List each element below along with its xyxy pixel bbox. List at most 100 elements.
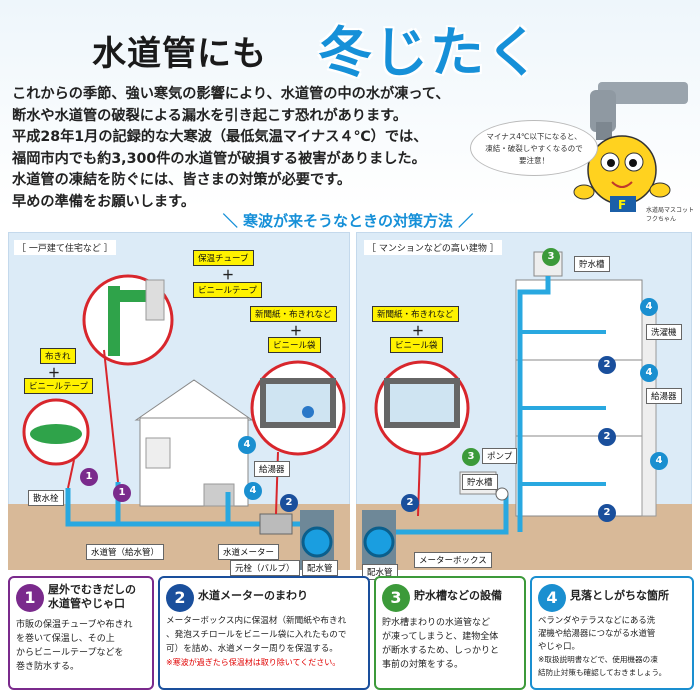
plus-icon: ＋: [412, 324, 425, 338]
snow-icon-3: 3: [542, 248, 560, 266]
card-title: 屋外でむきだしの 水道管やじゃ口: [48, 583, 136, 611]
snow-icon-2: 2: [401, 494, 419, 512]
intro-line: これからの季節、強い寒気の影響により、水道管の中の水が凍って、: [12, 86, 450, 102]
bubble-line: 要注意！: [519, 156, 549, 165]
card-body-line: からビニールテープなどを: [16, 648, 124, 658]
label-hose-tap: 散水栓: [28, 490, 64, 506]
snow-icon-4: 4: [640, 298, 658, 316]
bubble-line: 凍結・破裂しやすくなるので: [485, 144, 583, 153]
label-tank: 貯水槽: [462, 474, 498, 490]
building-illustration: [356, 251, 692, 570]
label-meter: 水道メーター: [218, 544, 280, 560]
card-title: 水道メーターのまわり: [198, 589, 308, 602]
snow-icon-1: 1: [80, 468, 98, 486]
card-body-line: 濯機や給湯器につながる水道管: [538, 628, 656, 638]
mascot-caption: 水道局マスコット フクちゃん: [646, 206, 700, 224]
caption-line: 水道局マスコット: [646, 207, 695, 214]
intro-line: 平成28年1月の記録的な大寒波（最低気温マイナス４℃）では、: [12, 129, 428, 146]
card-note: ※寒波が過ぎたら保温材は取り除いてください。: [166, 658, 341, 667]
card-body-line: 市販の保温チューブや布きれ: [16, 620, 133, 630]
plus-icon: ＋: [290, 324, 303, 338]
tag-newspaper: 新聞紙・布きれなど: [250, 306, 337, 322]
card-body-line: 巻き防水する。: [16, 662, 80, 672]
card-outdoor-pipes: 1 屋外でむきだしの 水道管やじゃ口 市販の保温チューブや布きれ を巻いて保温し…: [8, 576, 154, 690]
card-body: 市販の保温チューブや布きれ を巻いて保温し、その上 からビニールテープなどを 巻…: [16, 618, 132, 674]
card-body-line: 事前の対策をする。: [382, 660, 464, 670]
svg-text:F: F: [618, 198, 626, 212]
card-title-line: 屋外でむきだしの: [48, 583, 136, 596]
card-body: 貯水槽まわりの水道管など が凍ってしまうと、建物全体 が断水するため、しっかりと…: [382, 616, 499, 672]
snow-icon-2: 2: [598, 504, 616, 522]
card-body-line: ※取扱説明書などで、使用機器の凍: [538, 655, 658, 664]
card-body-line: が凍ってしまうと、建物全体: [382, 632, 499, 642]
intro-line: 断水や水道管の破裂による漏水を引き起こす恐れがあります。: [12, 107, 408, 124]
section-title: 寒波が来そうなときの対策方法: [242, 212, 453, 230]
label-washer: 洗濯機: [646, 324, 682, 340]
label-roof-tank: 貯水槽: [574, 256, 610, 272]
card-body: メーターボックス内に保温材（新聞紙や布きれ 、発泡スチロールをビニール袋に入れた…: [166, 614, 346, 670]
page-title: 水道管にも: [92, 34, 267, 74]
snow-icon-2: 2: [598, 356, 616, 374]
tag-newspaper-building: 新聞紙・布きれなど: [372, 306, 459, 322]
label-valve: 元栓（バルブ）: [230, 560, 300, 576]
tag-vinyl-tape: ビニールテープ: [193, 282, 262, 298]
intro-text: これからの季節、強い寒気の影響により、水道管の中の水が凍って、 断水や水道管の破…: [12, 84, 482, 214]
tag-cloth: 布きれ: [40, 348, 76, 364]
card-title-line: 水道管やじゃ口: [48, 597, 125, 610]
label-pipe: 水道管（給水管）: [86, 544, 165, 560]
label-main-pipe: 配水管: [302, 560, 338, 576]
tag-insulation-tube: 保温チューブ: [193, 250, 254, 266]
title-block: 水道管にも 冬じたく: [0, 8, 700, 84]
house-illustration: [8, 274, 350, 570]
bubble-line: マイナス4℃以下になると、: [486, 132, 582, 141]
intro-line: 福岡市内でも約3,300件の水道管が破損する被害がありました。: [12, 150, 426, 167]
card-body-line: 結防止対策も確認しておきましょう。: [538, 668, 667, 677]
snow-icon-4: 4: [244, 482, 262, 500]
tag-vinyl-bag: ビニール袋: [268, 337, 321, 353]
mascot-illustration: F: [573, 82, 688, 212]
label-meter-box: メーターボックス: [414, 552, 492, 568]
card-meter: 2 水道メーターのまわり メーターボックス内に保温材（新聞紙や布きれ 、発泡スチ…: [158, 576, 370, 690]
card-body-line: 、発泡スチロールをビニール袋に入れたもので: [166, 630, 347, 640]
card-body-line: が断水するため、しっかりと: [382, 646, 500, 656]
card-body-line: ベランダやテラスなどにある洗: [538, 615, 656, 625]
snow-icon-4: 4: [640, 364, 658, 382]
section-header: ＼ 寒波が来そうなときの対策方法 ／: [208, 210, 488, 236]
card-body-line: 可）を詰め、水道メーター周りを保温する。: [166, 644, 338, 654]
snow-icon-4: 4: [650, 452, 668, 470]
page-title-accent: 冬じたく: [318, 21, 542, 84]
label-water-heater: 給湯器: [254, 461, 290, 477]
badge-2: 2: [166, 584, 194, 612]
tag-vinyl-bag-building: ビニール袋: [390, 337, 443, 353]
panel-label-house: ［ 一戸建て住宅など ］: [14, 240, 116, 255]
card-body-line: やじゃ口。: [538, 641, 580, 651]
panel-label-building: ［ マンションなどの高い建物 ］: [364, 240, 502, 255]
plus-icon: ＋: [222, 268, 235, 282]
intro-line: 水道管の凍結を防ぐには、皆さまの対策が必要です。: [12, 172, 352, 189]
card-body-line: メーターボックス内に保温材（新聞紙や布きれ: [166, 616, 347, 626]
snow-icon-1: 1: [113, 484, 131, 502]
plus-icon: ＋: [48, 366, 61, 380]
snow-icon-2: 2: [598, 428, 616, 446]
snow-icon-4: 4: [238, 436, 256, 454]
card-tank: 3 貯水槽などの設備 貯水槽まわりの水道管など が凍ってしまうと、建物全体 が断…: [374, 576, 526, 690]
snow-icon-3: 3: [462, 448, 480, 466]
tag-vinyl-tape-2: ビニールテープ: [24, 378, 93, 394]
card-body-line: 貯水槽まわりの水道管など: [382, 618, 491, 628]
mascot-speech-bubble: マイナス4℃以下になると、 凍結・破裂しやすくなるので 要注意！: [470, 120, 598, 176]
card-title: 見落としがちな箇所: [570, 589, 669, 602]
badge-1: 1: [16, 584, 44, 612]
slash-left-icon: ＼: [222, 212, 243, 230]
card-body: ベランダやテラスなどにある洗 濯機や給湯器につながる水道管 やじゃ口。 ※取扱説…: [538, 614, 666, 679]
intro-line: 早めの準備をお願いします。: [12, 193, 196, 210]
card-overlooked: 4 見落としがちな箇所 ベランダやテラスなどにある洗 濯機や給湯器につながる水道…: [530, 576, 694, 690]
caption-line: フクちゃん: [646, 216, 677, 223]
label-heater: 給湯器: [646, 388, 682, 404]
badge-3: 3: [382, 584, 410, 612]
label-pump: ポンプ: [482, 448, 518, 464]
snow-icon-2: 2: [280, 494, 298, 512]
card-title: 貯水槽などの設備: [414, 589, 502, 602]
slash-right-icon: ／: [453, 212, 474, 230]
card-body-line: を巻いて保温し、その上: [16, 634, 115, 644]
badge-4: 4: [538, 584, 566, 612]
